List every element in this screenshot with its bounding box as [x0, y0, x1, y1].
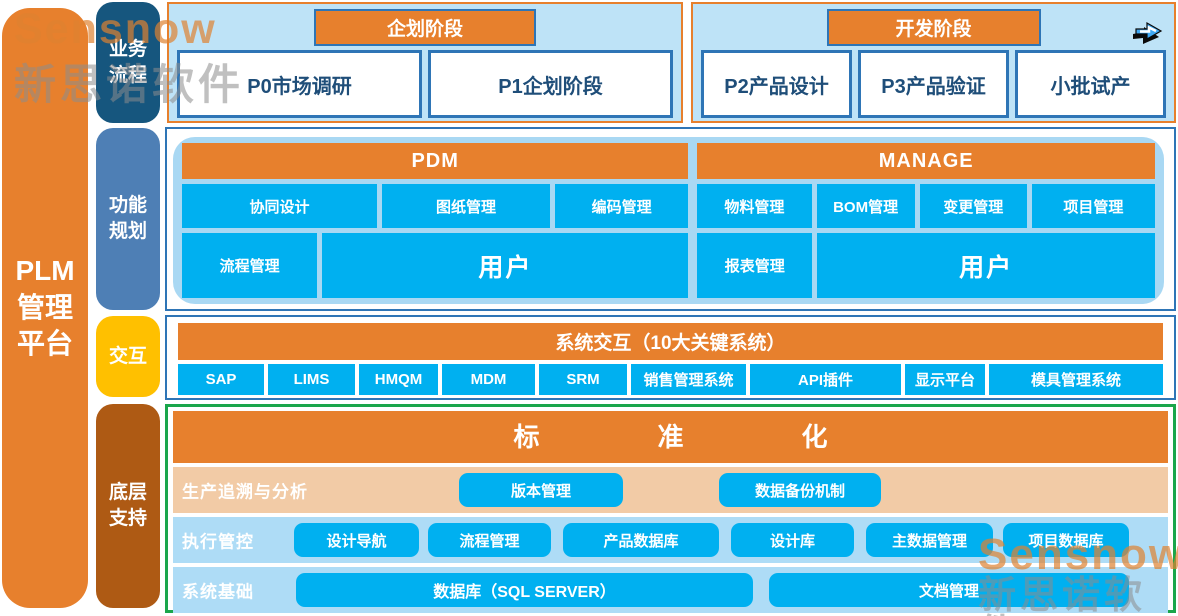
- pill-project-db: 项目数据库: [1003, 523, 1129, 557]
- pill-design-lib: 设计库: [731, 523, 854, 557]
- system-interaction-panel: 系统交互（10大关键系统） SAP LIMS HMQM MDM SRM 销售管理…: [165, 315, 1176, 400]
- planning-stage-boxes: P0市场调研 P1企划阶段: [177, 50, 673, 118]
- module-manage-users: 用户: [817, 233, 1155, 298]
- tag-business-process: 业务流程: [96, 2, 160, 123]
- development-stage-header: 开发阶段: [826, 9, 1041, 46]
- system-interaction-header: 系统交互（10大关键系统）: [178, 323, 1163, 360]
- tag-foundation-support: 底层支持: [96, 404, 160, 608]
- system-sap: SAP: [178, 364, 264, 395]
- module-project-mgmt: 项目管理: [1031, 184, 1155, 228]
- plm-platform-title: PLM 管理 平台: [15, 253, 74, 362]
- module-drawing-mgmt: 图纸管理: [382, 184, 550, 228]
- planning-stage-header: 企划阶段: [314, 9, 536, 46]
- manage-row-2: 报表管理 用户: [697, 233, 1155, 298]
- foundation-panel: 标准化 生产追溯与分析 版本管理 数据备份机制 执行管控 设计导航 流程管理 产…: [165, 404, 1176, 613]
- system-srm: SRM: [539, 364, 627, 395]
- system-lims: LIMS: [268, 364, 355, 395]
- tag-interaction: 交互: [96, 316, 160, 397]
- pdm-column: PDM 协同设计 图纸管理 编码管理 流程管理 用户: [182, 143, 689, 298]
- pdm-row-2: 流程管理 用户: [182, 233, 689, 298]
- phase-box-p1: P1企划阶段: [428, 50, 673, 118]
- phase-box-p3: P3产品验证: [858, 50, 1009, 118]
- module-collab-design: 协同设计: [182, 184, 378, 228]
- system-mold-mgmt: 模具管理系统: [989, 364, 1163, 395]
- function-planning-container: PDM 协同设计 图纸管理 编码管理 流程管理 用户 MANAGE 物料管理 B…: [173, 137, 1164, 304]
- development-stage-boxes: P2产品设计 P3产品验证 小批试产: [701, 50, 1166, 118]
- development-stage-panel: 开发阶段 P2产品设计 P3产品验证 小批试产: [691, 2, 1176, 123]
- manage-column: MANAGE 物料管理 BOM管理 变更管理 项目管理 报表管理 用户: [697, 143, 1155, 298]
- blue-arrow-right-icon: [1128, 18, 1166, 46]
- manage-header: MANAGE: [697, 143, 1155, 179]
- system-mdm: MDM: [442, 364, 535, 395]
- execution-row-label: 执行管控: [182, 532, 254, 552]
- function-planning-panel: PDM 协同设计 图纸管理 编码管理 流程管理 用户 MANAGE 物料管理 B…: [165, 127, 1176, 311]
- module-change-mgmt: 变更管理: [919, 184, 1027, 228]
- system-interaction-row: SAP LIMS HMQM MDM SRM 销售管理系统 API插件 显示平台 …: [178, 364, 1163, 395]
- phase-box-pilot: 小批试产: [1015, 50, 1166, 118]
- pill-version-mgmt: 版本管理: [459, 473, 623, 507]
- module-material-mgmt: 物料管理: [697, 184, 812, 228]
- pill-data-backup: 数据备份机制: [719, 473, 881, 507]
- foundation-row-execution: 执行管控 设计导航 流程管理 产品数据库 设计库 主数据管理 项目数据库: [173, 517, 1168, 563]
- trace-row-label: 生产追溯与分析: [182, 482, 308, 502]
- phase-box-p0: P0市场调研: [177, 50, 422, 118]
- tag-business-process-label: 业务流程: [108, 38, 147, 86]
- tag-function-planning: 功能规划: [96, 128, 160, 310]
- pill-design-nav: 设计导航: [294, 523, 419, 557]
- system-sales-mgmt: 销售管理系统: [631, 364, 746, 395]
- plm-platform-bar: PLM 管理 平台: [2, 8, 88, 608]
- module-bom-mgmt: BOM管理: [816, 184, 915, 228]
- foundation-row-trace: 生产追溯与分析 版本管理 数据备份机制: [173, 467, 1168, 513]
- tag-interaction-label: 交互: [108, 345, 147, 367]
- plm-title-line-1: PLM: [15, 255, 75, 287]
- plm-title-line-3: 平台: [16, 328, 73, 360]
- module-coding-mgmt: 编码管理: [554, 184, 689, 228]
- module-process-mgmt: 流程管理: [182, 233, 318, 298]
- pill-sql-server-db: 数据库（SQL SERVER）: [296, 573, 753, 607]
- pill-master-data-mgmt: 主数据管理: [866, 523, 993, 557]
- tag-function-planning-label: 功能规划: [108, 195, 147, 242]
- pill-document-mgmt: 文档管理: [769, 573, 1129, 607]
- planning-stage-panel: 企划阶段 P0市场调研 P1企划阶段: [167, 2, 683, 123]
- system-api-plugin: API插件: [750, 364, 901, 395]
- pdm-row-1: 协同设计 图纸管理 编码管理: [182, 184, 689, 228]
- foundation-row-system-base: 系统基础 数据库（SQL SERVER） 文档管理: [173, 567, 1168, 613]
- manage-row-1: 物料管理 BOM管理 变更管理 项目管理: [697, 184, 1155, 228]
- system-hmqm: HMQM: [359, 364, 438, 395]
- pill-product-db: 产品数据库: [563, 523, 719, 557]
- system-display-platform: 显示平台: [905, 364, 985, 395]
- module-pdm-users: 用户: [322, 233, 689, 298]
- pdm-header: PDM: [182, 143, 689, 179]
- pill-process-mgmt: 流程管理: [428, 523, 551, 557]
- tag-foundation-support-label: 底层支持: [108, 482, 147, 529]
- system-base-row-label: 系统基础: [182, 582, 254, 602]
- plm-title-line-2: 管理: [16, 291, 73, 323]
- module-report-mgmt: 报表管理: [697, 233, 813, 298]
- phase-box-p2: P2产品设计: [701, 50, 852, 118]
- standardization-header: 标准化: [173, 411, 1168, 463]
